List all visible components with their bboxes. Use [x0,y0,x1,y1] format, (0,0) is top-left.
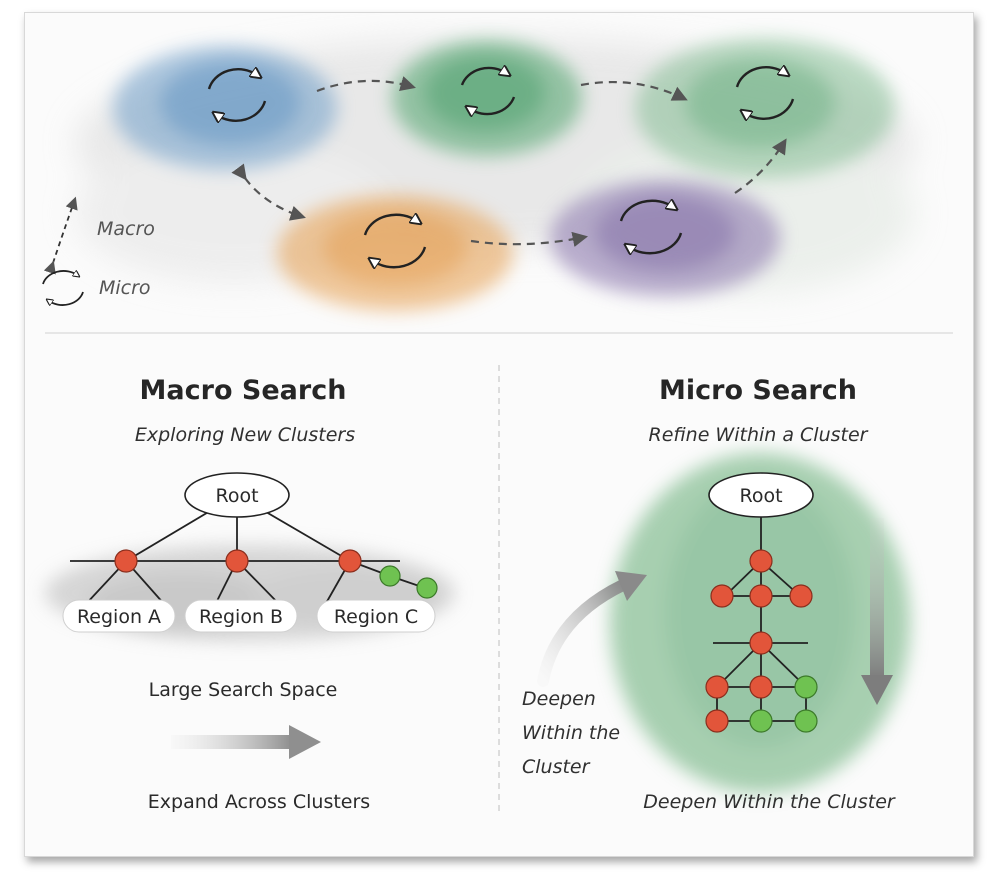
tree-node-green [794,675,818,699]
tree-node [710,584,734,608]
macro-search-panel: Macro Search Exploring New Clusters Root [45,375,455,813]
macro-root: Root [184,472,290,518]
micro-subtitle: Refine Within a Cluster [649,424,869,446]
tree-node-green [794,709,818,733]
tree-node [749,631,773,655]
new-node [379,565,401,587]
side-label-line-2: Within the [522,722,620,744]
region-node [225,549,249,573]
region-c-label: Region C [334,606,418,628]
down-arrow-icon [861,518,893,705]
macro-footer: Expand Across Clusters [148,791,370,813]
cycle-icon [42,271,84,305]
curved-arrow-icon [537,571,647,687]
region-node [338,549,362,573]
region-c: Region C [316,599,436,633]
tree-node [749,549,773,573]
micro-root: Root [708,472,814,518]
new-node [416,577,438,599]
micro-nodes [705,549,818,733]
legend: Macro Micro [42,196,155,305]
cycle-icon [363,215,427,267]
region-b-label: Region B [199,606,283,628]
tree-node-green [749,709,773,733]
cycle-icon [207,69,267,121]
macro-subtitle: Exploring New Clusters [135,424,355,446]
legend-micro-label: Micro [99,277,151,299]
legend-macro-label: Macro [97,218,155,240]
micro-search-panel: Micro Search Refine Within a Cluster Dee… [522,375,910,813]
dashed-arrow-icon [43,196,78,275]
cluster-orange [277,195,513,311]
cycle-icon [735,67,795,119]
micro-title: Micro Search [659,375,857,406]
dashed-arrow-icon [316,76,416,93]
tree-node [789,584,813,608]
tree-node [749,584,773,608]
dashed-arrow-icon [734,138,787,194]
macro-caption: Large Search Space [149,679,338,701]
side-label-line-1: Deepen [522,688,596,710]
cycle-icon [460,68,516,114]
micro-footer: Deepen Within the Cluster [643,791,896,813]
cluster-landscape [75,38,915,311]
micro-root-label: Root [739,485,782,507]
region-a: Region A [62,599,176,633]
region-node [114,549,138,573]
gradient-arrow-icon [171,725,321,759]
tree-node [705,675,729,699]
cluster-green-2 [635,38,895,178]
side-label-line-3: Cluster [522,756,591,778]
macro-nodes [114,549,438,599]
diagram-canvas: Macro Micro Macro Search Exploring New C… [42,38,953,813]
cluster-blue [113,46,337,170]
diagram-card: Macro Micro Macro Search Exploring New C… [24,12,974,857]
macro-root-label: Root [215,485,258,507]
region-a-label: Region A [77,606,161,628]
dashed-arrow-icon [231,163,306,221]
tree-node [749,675,773,699]
tree-node [705,709,729,733]
macro-transitions [231,76,787,247]
region-b: Region B [184,599,298,633]
cluster-green-1 [392,40,582,156]
cycle-icon [619,201,683,253]
dashed-arrow-icon [470,231,589,247]
macro-title: Macro Search [140,375,347,406]
